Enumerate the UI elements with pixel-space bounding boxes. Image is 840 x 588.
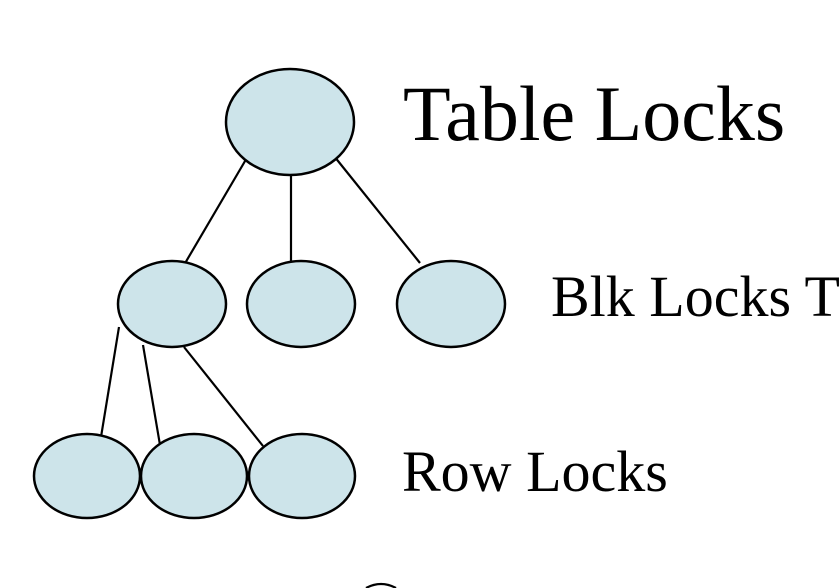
row-locks-label: Row Locks: [402, 439, 668, 504]
row-lock-node: [32, 432, 142, 520]
edge-blk-1-to-row-1: [99, 326, 121, 438]
block-lock-node: [245, 259, 357, 349]
row-lock-node: [247, 432, 357, 520]
edge-blk-1-to-row-2: [141, 344, 162, 446]
block-lock-node: [116, 259, 228, 349]
edge-blk-1-to-row-3: [183, 346, 264, 447]
cut-off-shape-arc: [365, 582, 397, 588]
table-locks-label: Table Locks: [403, 70, 785, 157]
blk-locks-label: Blk Locks T: [551, 264, 840, 329]
block-lock-node: [395, 259, 507, 349]
row-lock-node: [139, 432, 249, 520]
edge-table-to-blk-1: [183, 155, 249, 266]
table-lock-node: [224, 67, 356, 177]
edge-table-to-blk-3: [333, 155, 421, 264]
